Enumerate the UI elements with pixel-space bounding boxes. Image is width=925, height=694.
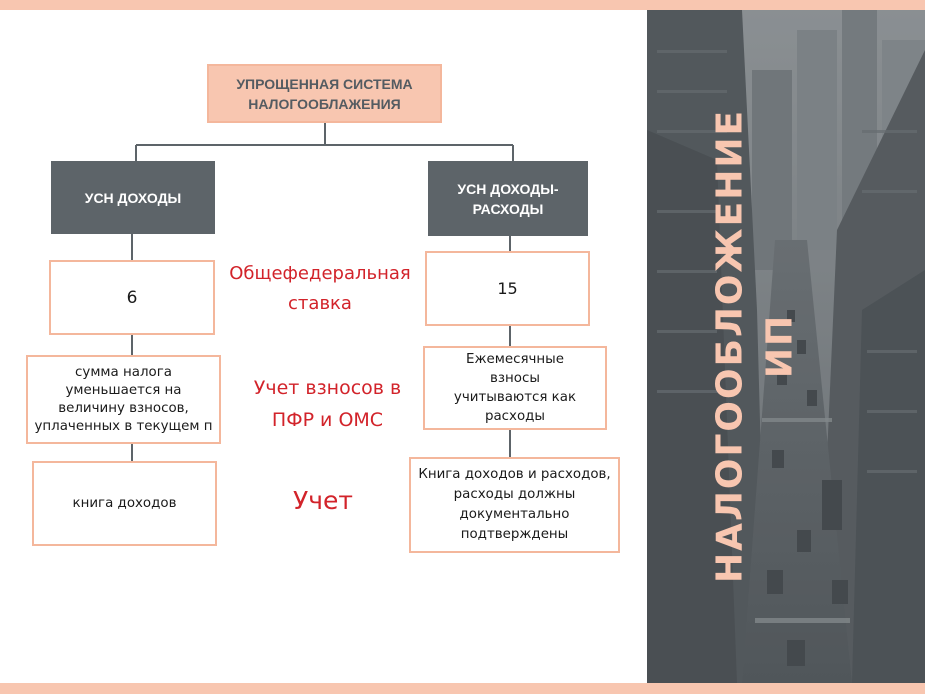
- bottom-stripe: [0, 683, 925, 694]
- side-title-line-2: ИП: [759, 313, 801, 379]
- rate-right-value: 15: [497, 279, 518, 298]
- label-rate: Общефедеральная ставка: [215, 259, 425, 319]
- city-street-image: [647, 10, 925, 683]
- node-usn-income: УСН ДОХОДЫ: [51, 161, 215, 234]
- contrib-left-line-4: уплаченных в текущем п: [34, 418, 213, 434]
- label-accounting: Учет: [253, 484, 393, 518]
- city-photo-panel: [647, 10, 925, 683]
- contrib-right-line-4: расходы: [484, 409, 545, 424]
- label-contrib-line-1: Учет взносов в: [253, 377, 402, 399]
- side-title: НАЛОГООБЛОЖЕНИЕ ИП: [647, 10, 925, 683]
- node-usn-income-expenses: УСН ДОХОДЫ- РАСХОДЫ: [428, 161, 588, 236]
- side-title-line-1: НАЛОГООБЛОЖЕНИЕ: [709, 108, 751, 584]
- contrib-right-line-1: Ежемесячные: [465, 352, 564, 367]
- label-rate-line-1: Общефедеральная: [229, 263, 411, 284]
- contrib-right-line-3: учитываются как: [453, 390, 577, 405]
- label-contrib-line-2: ПФР и ОМС: [271, 409, 384, 431]
- contrib-left-line-1: сумма налога: [75, 364, 172, 380]
- node-usn-income-expenses-line-2: РАСХОДЫ: [472, 200, 544, 217]
- node-accounting-left: книга доходов: [32, 461, 217, 546]
- top-stripe: [0, 0, 925, 10]
- accounting-right-line-2: расходы должны: [453, 487, 576, 502]
- label-accounting-text: Учет: [293, 486, 353, 515]
- contrib-left-line-2: уменьшается на: [65, 382, 182, 398]
- contrib-left-line-3: величину взносов,: [58, 400, 189, 416]
- node-accounting-right: Книга доходов и расходов, расходы должны…: [409, 457, 620, 553]
- root-line-1: УПРОЩЕННАЯ СИСТЕМА: [236, 75, 413, 92]
- root-line-2: НАЛОГООБЛАЖЕНИЯ: [248, 95, 401, 112]
- accounting-left-text: книга доходов: [72, 496, 177, 511]
- node-usn-income-title: УСН ДОХОДЫ: [84, 189, 182, 206]
- contrib-right-line-2: взносы: [490, 371, 540, 386]
- rate-left-value: 6: [126, 287, 138, 308]
- root-node: УПРОЩЕННАЯ СИСТЕМА НАЛОГООБЛАЖЕНИЯ: [207, 64, 442, 123]
- accounting-right-line-3: документально: [459, 507, 570, 522]
- label-rate-line-2: ставка: [288, 293, 352, 314]
- node-rate-right: 15: [425, 251, 590, 326]
- node-rate-left: 6: [49, 260, 215, 335]
- accounting-right-line-1: Книга доходов и расходов,: [418, 467, 611, 482]
- node-contributions-left: сумма налога уменьшается на величину взн…: [26, 355, 221, 444]
- label-contributions: Учет взносов в ПФР и ОМС: [230, 372, 425, 436]
- accounting-right-line-4: подтверждены: [460, 527, 569, 542]
- connector-lines: [131, 123, 514, 461]
- node-contributions-right: Ежемесячные взносы учитываются как расхо…: [423, 346, 607, 430]
- node-usn-income-expenses-line-1: УСН ДОХОДЫ-: [457, 180, 559, 197]
